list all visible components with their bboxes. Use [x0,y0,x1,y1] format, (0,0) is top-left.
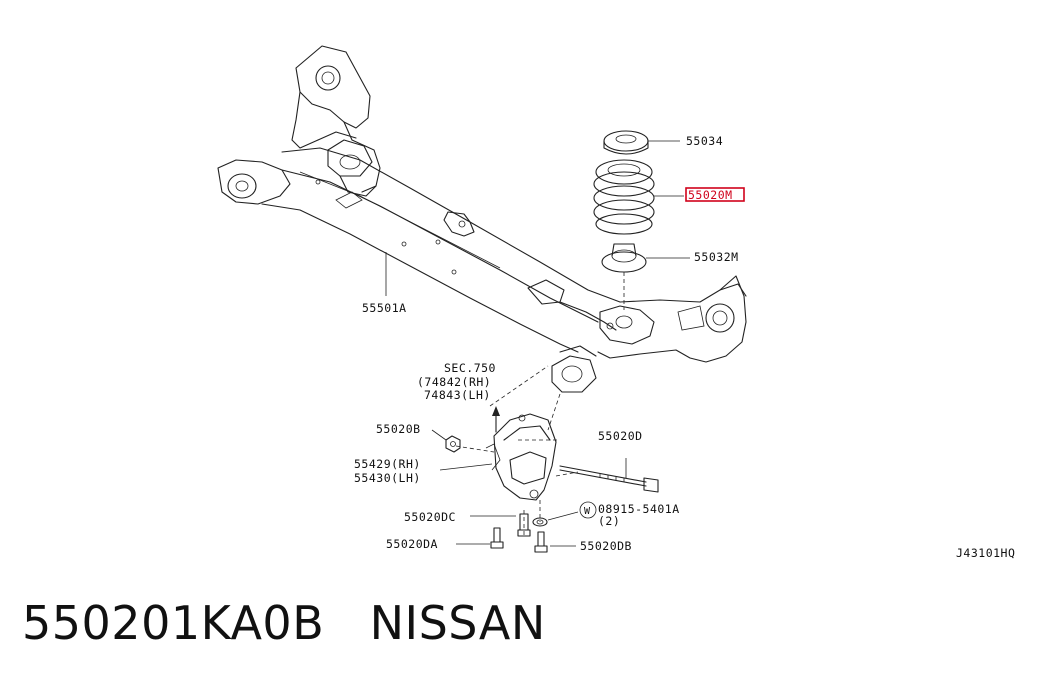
part-caption: 550201KA0B NISSAN [22,596,546,650]
label-sec-750[interactable]: SEC.750 [444,361,496,375]
washer-symbol-label: W [584,506,591,517]
caption-part-number: 550201KA0B [22,596,325,650]
parts-diagram: 55034 55020M 55032M 55501A SEC.750 (7484… [217,45,1015,560]
label-55020M-highlighted[interactable]: 55020M [688,188,733,202]
label-08915-qty: (2) [598,514,620,528]
label-55032M[interactable]: 55032M [694,250,739,264]
spring-seat-upper-drawing [603,130,680,155]
label-08915-5401A[interactable]: 08915-5401A [598,502,680,516]
label-55430-lh[interactable]: 55430(LH) [354,471,421,485]
label-55501A[interactable]: 55501A [362,301,407,315]
label-55020DA[interactable]: 55020DA [386,537,438,551]
axle-beam-drawing [217,45,747,393]
caption-brand: NISSAN [369,596,546,650]
diagram-code: J43101HQ [956,546,1015,560]
bracket-assembly-drawing [431,365,659,553]
label-55020DB[interactable]: 55020DB [580,539,632,553]
label-74842-rh[interactable]: (74842(RH) [417,375,491,389]
label-55020B[interactable]: 55020B [376,422,421,436]
label-55429-rh[interactable]: 55429(RH) [354,457,421,471]
label-55034[interactable]: 55034 [686,134,723,148]
spring-seat-lower-drawing [601,243,690,310]
coil-spring-drawing [593,159,684,235]
highlight-box [685,187,745,202]
label-55020D[interactable]: 55020D [598,429,643,443]
label-55020DC[interactable]: 55020DC [404,510,456,524]
label-74843-lh[interactable]: 74843(LH) [424,388,491,402]
